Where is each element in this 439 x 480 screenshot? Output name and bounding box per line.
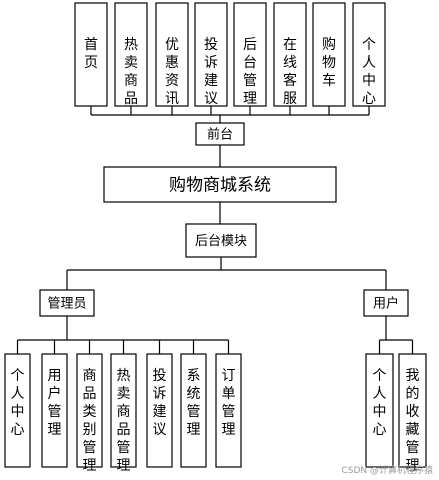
front-box-label: 前台 — [207, 127, 233, 143]
admin-module-7-label: 订单管理 — [222, 368, 236, 438]
admin-module-6: 系统管理 — [180, 353, 207, 468]
back-box: 后台模块 — [185, 223, 257, 258]
front-module-2: 热卖商品 — [114, 2, 148, 107]
front-module-8: 个人中心 — [352, 2, 386, 107]
watermark: CSDN @计算机程序猿 — [341, 466, 433, 476]
admin-module-2: 用户管理 — [41, 353, 68, 468]
user-module-2-label: 我的收藏管理 — [406, 368, 420, 474]
root-box: 购物商城系统 — [103, 166, 337, 203]
back-box-label: 后台模块 — [195, 234, 247, 249]
admin-module-1-label: 个人中心 — [11, 368, 25, 438]
admin-module-6-label: 系统管理 — [187, 368, 201, 438]
front-module-1: 首页 — [74, 2, 108, 107]
admin-module-4-label: 热卖商品管理 — [117, 368, 131, 474]
front-module-1-label: 首页 — [84, 37, 98, 71]
admin-module-3-label: 商品类别管理 — [83, 368, 97, 474]
front-module-6-label: 在线客服 — [283, 37, 297, 107]
admin-module-2-label: 用户管理 — [48, 368, 62, 438]
front-module-4-label: 投诉建议 — [204, 37, 218, 107]
front-module-5-label: 后台管理 — [243, 37, 257, 107]
admin-module-5: 投诉建议 — [146, 353, 173, 468]
role-box-1-label: 管理员 — [47, 297, 86, 312]
admin-module-3: 商品类别管理 — [76, 353, 103, 474]
front-box: 前台 — [195, 122, 245, 146]
admin-module-7: 订单管理 — [215, 353, 242, 468]
front-module-7: 购物车 — [312, 2, 346, 107]
user-module-2: 我的收藏管理 — [398, 353, 427, 474]
role-box-2-label: 用户 — [373, 296, 399, 312]
role-box-1: 管理员 — [39, 289, 95, 317]
front-module-2-label: 热卖商品 — [124, 37, 138, 107]
front-module-7-label: 购物车 — [322, 37, 336, 89]
admin-module-5-label: 投诉建议 — [153, 368, 167, 438]
user-module-1: 个人中心 — [365, 353, 394, 468]
role-box-2: 用户 — [363, 289, 409, 317]
admin-module-1: 个人中心 — [4, 353, 31, 468]
front-module-5: 后台管理 — [233, 2, 267, 107]
front-module-3-label: 优惠资讯 — [165, 37, 179, 107]
front-module-6: 在线客服 — [273, 2, 307, 107]
root-box-label: 购物商城系统 — [169, 176, 271, 196]
front-module-3: 优惠资讯 — [155, 2, 189, 107]
user-module-1-label: 个人中心 — [373, 368, 387, 438]
front-module-4: 投诉建议 — [194, 2, 228, 107]
front-module-8-label: 个人中心 — [362, 37, 376, 107]
admin-module-4: 热卖商品管理 — [110, 353, 137, 474]
